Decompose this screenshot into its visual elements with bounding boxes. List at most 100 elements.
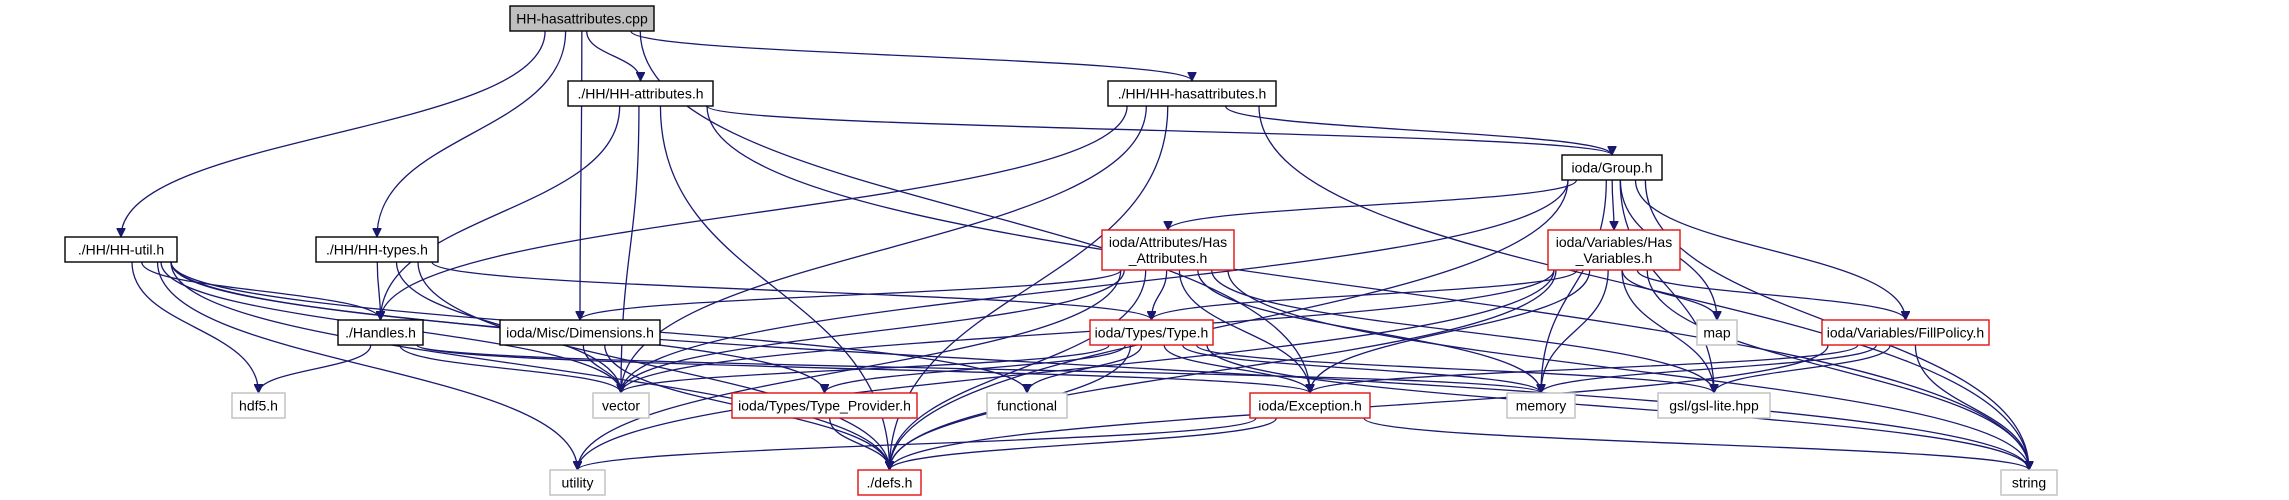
edge-types_type-to-vector [621, 344, 1110, 394]
node-box [1089, 319, 1214, 346]
edge-variables_has-to-map [1621, 269, 1717, 321]
edge-type_provider-to-defs [829, 417, 890, 471]
edge-fill_policy-to-string [1914, 344, 2029, 470]
node-box [567, 80, 714, 107]
node-label: memory [1516, 398, 1567, 414]
edge-root-to-hh_hasattributes [630, 30, 1192, 82]
node-box [231, 392, 286, 419]
node-exception[interactable]: ioda/Exception.h [1249, 392, 1371, 419]
node-label: vector [602, 398, 640, 414]
edge-hh_hasattributes-to-group [1224, 105, 1612, 156]
edge-variables_has-to-string [1646, 269, 2029, 470]
node-gsl: gsl/gsl-lite.hpp [1657, 392, 1771, 419]
node-label: HH-hasattributes.cpp [516, 11, 648, 27]
node-variables-has[interactable]: ioda/Variables/Has_Variables.h [1547, 229, 1681, 271]
edge-group-to-attributes_has [1168, 179, 1578, 231]
node-attributes-has[interactable]: ioda/Attributes/Has_Attributes.h [1101, 229, 1235, 271]
edge-handles-to-vector [399, 344, 621, 394]
edge-group-to-variables_has [1612, 179, 1614, 230]
edge-hh_types-to-handles [377, 261, 380, 320]
node-label: ./HH/HH-types.h [326, 242, 428, 258]
edge-exception-to-utility [578, 417, 1257, 471]
edge-fill_policy-to-memory [1541, 344, 1877, 394]
node-box [315, 236, 439, 263]
node-label: ./HH/HH-hasattributes.h [1118, 86, 1267, 102]
node-box [549, 469, 606, 496]
node-group[interactable]: ioda/Group.h [1561, 154, 1663, 181]
node-hh-types[interactable]: ./HH/HH-types.h [315, 236, 439, 263]
node-hh-attributes[interactable]: ./HH/HH-attributes.h [567, 80, 714, 107]
edge-group-to-defs [890, 179, 1569, 470]
node-label: ioda/Types/Type_Provider.h [738, 398, 911, 414]
edge-types_type-to-gsl [1195, 344, 1715, 394]
edge-types_type-to-type_provider [825, 344, 1126, 394]
edge-hh_attributes-to-string [706, 105, 2029, 470]
edge-group-to-vector [621, 179, 1569, 393]
node-box [857, 469, 922, 496]
edge-attributes_has-to-vector [621, 269, 1125, 393]
node-type-provider[interactable]: ioda/Types/Type_Provider.h [731, 392, 918, 419]
node-fill-policy[interactable]: ioda/Variables/FillPolicy.h [1821, 319, 1990, 346]
node-misc-dimensions[interactable]: ioda/Misc/Dimensions.h [499, 319, 661, 346]
node-label: ./Handles.h [345, 325, 416, 341]
edge-attributes_has-to-memory [1197, 269, 1541, 393]
edge-hh_util-to-hdf5 [131, 261, 259, 393]
edge-exception-to-defs [890, 417, 1278, 471]
node-root: HH-hasattributes.cpp [509, 5, 655, 32]
edge-variables_has-to-utility [578, 269, 1555, 470]
edge-attributes_has-to-string [1227, 269, 2029, 470]
edge-hh_attributes-to-group [706, 105, 1612, 156]
node-box [1657, 392, 1771, 419]
edge-variables_has-to-exception [1310, 269, 1591, 393]
node-handles[interactable]: ./Handles.h [337, 319, 424, 346]
edge-misc_dimensions-to-vector [582, 344, 621, 394]
node-label: ./HH/HH-util.h [78, 242, 164, 258]
node-utility: utility [549, 469, 606, 496]
edge-hh_attributes-to-vector [621, 105, 640, 393]
node-box [1249, 392, 1371, 419]
edge-root-to-hh_util [121, 30, 546, 237]
edge-handles-to-hdf5 [259, 344, 372, 394]
node-map: map [1696, 319, 1738, 346]
edge-root-to-hh_attributes [586, 30, 641, 82]
edge-group-to-memory [1541, 179, 1607, 393]
edge-attributes_has-to-exception [1178, 269, 1310, 393]
node-label: ioda/Variables/FillPolicy.h [1827, 325, 1984, 341]
node-box [509, 5, 655, 32]
node-label: ioda/Variables/Has [1556, 234, 1672, 250]
edge-hh_util-to-type_provider [170, 261, 825, 393]
node-label: ioda/Misc/Dimensions.h [506, 325, 654, 341]
edge-root-to-misc_dimensions [580, 30, 582, 320]
node-label: functional [997, 398, 1057, 414]
edge-exception-to-string [1363, 417, 2029, 471]
edge-fill_policy-to-gsl [1714, 344, 1891, 394]
node-box [1547, 229, 1681, 271]
node-label: map [1703, 325, 1730, 341]
node-box [986, 392, 1068, 419]
edge-hh_attributes-to-handles [381, 105, 621, 320]
edge-fill_policy-to-exception [1310, 344, 1859, 394]
node-label: gsl/gsl-lite.hpp [1669, 398, 1759, 414]
node-functional: functional [986, 392, 1068, 419]
node-types-type[interactable]: ioda/Types/Type.h [1089, 319, 1214, 346]
edge-types_type-to-exception [1163, 344, 1310, 394]
node-box [1821, 319, 1990, 346]
edge-hh_util-to-utility [156, 261, 578, 470]
node-label: ioda/Attributes/Has [1109, 234, 1227, 250]
node-hh-util[interactable]: ./HH/HH-util.h [64, 236, 178, 263]
node-hh-hasattributes[interactable]: ./HH/HH-hasattributes.h [1107, 80, 1277, 107]
node-label: _Variables.h [1575, 250, 1653, 266]
edge-variables_has-to-types_type [1152, 269, 1578, 321]
node-box [731, 392, 918, 419]
node-label: ./defs.h [867, 475, 913, 491]
node-label: ioda/Group.h [1572, 160, 1653, 176]
edge-hh_types-to-types_type [431, 261, 1152, 321]
edge-hh_util-to-handles [141, 261, 381, 321]
node-string: string [2000, 469, 2058, 496]
node-defs[interactable]: ./defs.h [857, 469, 922, 496]
node-memory: memory [1506, 392, 1576, 419]
node-box [1696, 319, 1738, 346]
node-label: hdf5.h [239, 398, 278, 414]
node-vector: vector [592, 392, 650, 419]
